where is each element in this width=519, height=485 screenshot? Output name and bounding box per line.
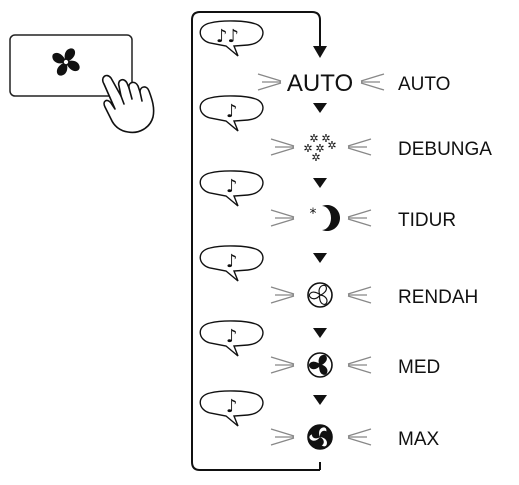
mode-label-max: MAX	[398, 429, 440, 450]
down-arrow	[313, 395, 327, 405]
svg-text:✲: ✲	[315, 142, 324, 155]
loop-arrowhead	[313, 46, 327, 58]
svg-text:♪♪: ♪♪	[216, 26, 239, 47]
svg-text:♪: ♪	[226, 101, 238, 122]
blink-right	[360, 73, 385, 91]
svg-text:✲: ✲	[321, 132, 330, 145]
blink-left	[257, 73, 282, 91]
blink-right	[347, 138, 372, 156]
note-speech-icon: ♪	[199, 390, 264, 427]
mode-label-debunga: DEBUNGA	[398, 139, 492, 160]
blink-left	[270, 286, 295, 304]
auto-indicator-text: AUTO	[287, 70, 353, 97]
down-arrow	[313, 103, 327, 113]
down-arrow	[313, 328, 327, 338]
svg-text:*: *	[310, 206, 317, 222]
down-arrow	[313, 253, 327, 263]
cycle-loop	[191, 11, 321, 471]
svg-text:✲: ✲	[303, 142, 312, 155]
fan-button[interactable]	[9, 34, 133, 97]
blink-left	[270, 138, 295, 156]
down-arrow	[313, 178, 327, 188]
fan-outline-icon	[307, 282, 333, 308]
mode-label-rendah: RENDAH	[398, 287, 479, 308]
blink-right	[347, 428, 372, 446]
mode-label-med: MED	[398, 357, 441, 378]
svg-text:✲: ✲	[327, 139, 336, 152]
svg-text:✲: ✲	[309, 132, 318, 145]
blink-right	[347, 356, 372, 374]
svg-text:♪: ♪	[226, 251, 238, 272]
note-speech-icon: ♪	[199, 95, 264, 132]
blink-marks	[257, 73, 385, 446]
svg-text:♪: ♪	[226, 176, 238, 197]
svg-text:♪: ♪	[226, 396, 238, 417]
blink-right	[347, 209, 372, 227]
blink-left	[270, 428, 295, 446]
fan-half-filled-icon	[307, 352, 333, 378]
moon-star-icon: *	[310, 205, 340, 231]
down-arrows	[313, 103, 327, 405]
pointing-hand-icon	[101, 74, 155, 134]
beep-bubbles: ♪♪ ♪ ♪ ♪ ♪ ♪	[199, 20, 264, 427]
flower-stars-icon: ✲ ✲ ✲ ✲ ✲ ✲	[303, 132, 336, 164]
note-speech-icon: ♪	[199, 170, 264, 207]
note-speech-icon: ♪	[199, 320, 264, 357]
blink-left	[270, 356, 295, 374]
fan-icon	[52, 48, 80, 76]
svg-text:♪: ♪	[226, 326, 238, 347]
note-speech-icon: ♪	[199, 245, 264, 282]
blink-left	[270, 209, 295, 227]
blink-right	[347, 286, 372, 304]
svg-text:✲: ✲	[311, 151, 320, 164]
fan-filled-icon	[307, 424, 333, 450]
mode-label-auto: AUTO	[398, 74, 451, 95]
double-note-speech-icon: ♪♪	[199, 20, 264, 57]
mode-label-tidur: TIDUR	[398, 210, 457, 231]
